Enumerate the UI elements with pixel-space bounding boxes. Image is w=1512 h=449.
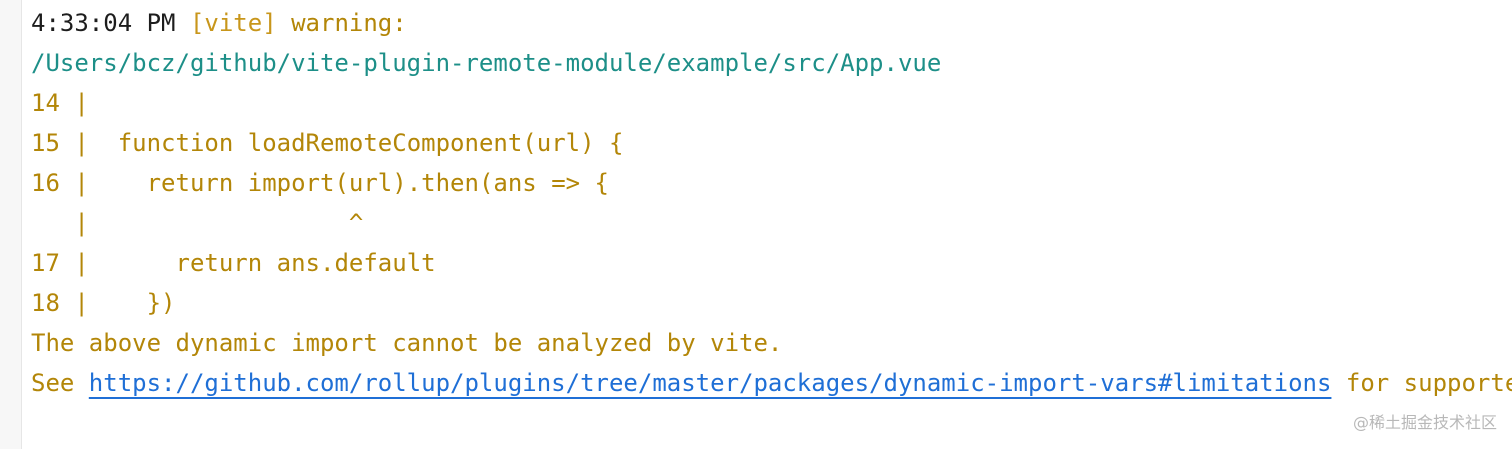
caret-pointer: ^: [88, 209, 364, 237]
left-border: [0, 0, 22, 449]
gutter-separator: |: [74, 89, 89, 117]
watermark: @稀土掘金技术社区: [1352, 413, 1497, 432]
code-line: 16 | return import(url).then(ans => {: [31, 163, 609, 203]
gutter-separator: |: [74, 289, 89, 317]
see-suffix: for supporte: [1331, 369, 1512, 397]
code-line: 18 | }): [31, 283, 176, 323]
limitations-link[interactable]: https://github.com/rollup/plugins/tree/m…: [88, 369, 1332, 397]
line-number: 14: [31, 89, 60, 117]
terminal-output: 4:33:04 PM [vite] warning: /Users/bcz/gi…: [31, 0, 1512, 449]
gutter-separator: |: [74, 129, 89, 157]
gutter-separator: |: [74, 209, 89, 237]
line-number: 18: [31, 289, 60, 317]
code-line: 15 | function loadRemoteComponent(url) {: [31, 123, 623, 163]
gutter-separator: |: [74, 249, 89, 277]
file-path[interactable]: /Users/bcz/github/vite-plugin-remote-mod…: [31, 49, 942, 77]
vite-tag: [vite]: [189, 9, 277, 37]
line-number: 16: [31, 169, 60, 197]
code-line: 17 | return ans.default: [31, 243, 436, 283]
code-line: 14 |: [31, 83, 89, 123]
line-number: 17: [31, 249, 60, 277]
code-text: function loadRemoteComponent(url) {: [88, 129, 624, 157]
code-text: return ans.default: [88, 249, 436, 277]
timestamp: 4:33:04 PM: [31, 9, 176, 37]
code-text: return import(url).then(ans => {: [88, 169, 609, 197]
see-line: See https://github.com/rollup/plugins/tr…: [31, 363, 1512, 403]
warning-message: The above dynamic import cannot be analy…: [31, 329, 783, 357]
gutter-separator: |: [74, 169, 89, 197]
warning-label: warning:: [291, 9, 407, 37]
line-number: 15: [31, 129, 60, 157]
see-prefix: See: [31, 369, 89, 397]
error-pointer-line: | ^: [31, 203, 363, 243]
warning-line: 4:33:04 PM [vite] warning:: [31, 3, 407, 43]
code-text: }): [88, 289, 176, 317]
